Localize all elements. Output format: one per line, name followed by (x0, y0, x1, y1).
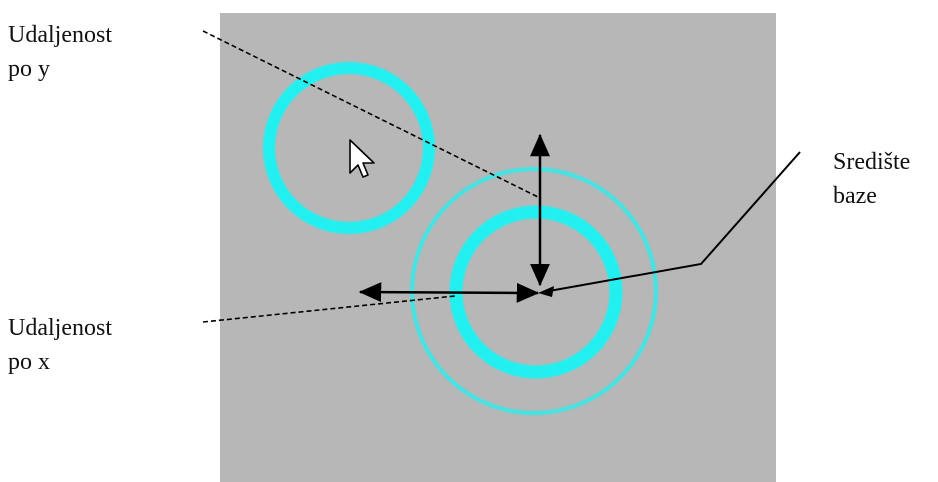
base-center-label-line1: Središte (833, 149, 911, 175)
distance-x-label-line1: Udaljenost (8, 315, 112, 341)
base-center-pointer-arrowhead (538, 286, 554, 297)
base-center-pointer-line (548, 151, 801, 292)
distance-x-label: Udaljenost po x (8, 311, 112, 379)
dashed-line-distance-y (202, 30, 541, 199)
distance-x-label-line2: po x (8, 349, 50, 375)
base-center-label: Središte baze (833, 145, 910, 213)
game-area (220, 13, 776, 482)
mouse-cursor-icon (349, 139, 375, 178)
distance-y-label-line2: po y (8, 56, 50, 82)
base-center-label-line2: baze (833, 183, 877, 209)
distance-y-label: Udaljenost po y (8, 18, 112, 86)
selected-circle-top-left (263, 62, 435, 234)
arrow-x-distance (358, 282, 540, 303)
distance-y-label-line1: Udaljenost (8, 22, 112, 48)
